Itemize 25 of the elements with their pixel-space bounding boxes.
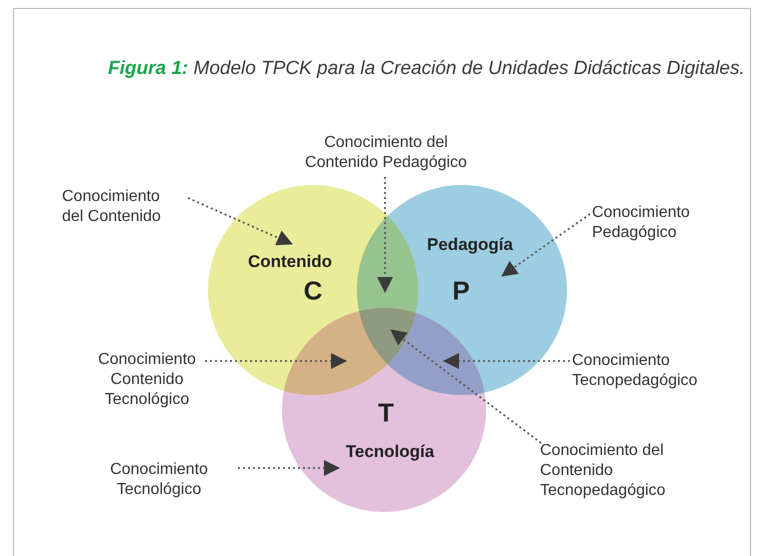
callout-text: Conocimiento Pedagógico (592, 203, 717, 243)
center-overlap-region (359, 308, 416, 364)
leader-line (205, 353, 347, 369)
callout-text: Conocimiento del Contenido Tecnopedagógico (540, 441, 700, 501)
circle-letter: C (304, 276, 322, 306)
leader-line (238, 460, 340, 476)
leader-line (390, 329, 542, 444)
leader-line (188, 197, 293, 246)
leader-line (443, 353, 570, 369)
callout-text: Conocimiento Tecnopedagógico (572, 351, 732, 391)
overlap-region (284, 311, 388, 395)
circle-label: Pedagogía (427, 235, 513, 255)
circle-label: Contenido (248, 252, 332, 272)
overlap-region (357, 216, 418, 313)
callout-text: Conocimiento Tecnológico (104, 460, 214, 500)
overlap-region (388, 313, 484, 395)
leader-line (377, 177, 393, 293)
leader-line (501, 213, 591, 277)
circle-label: Tecnología (346, 442, 434, 462)
callout-text: Conocimiento Contenido Tecnológico (92, 350, 202, 410)
callout-text: Conocimiento del Contenido Pedagógico (296, 133, 476, 173)
circle-letter: T (378, 398, 394, 428)
circle-letter: P (452, 276, 470, 306)
figure-title: Figura 1: Modelo TPCK para la Creación de Unidades Didácticas Digitales. (108, 58, 745, 80)
callout-text: Conocimiento del Contenido (62, 187, 180, 227)
